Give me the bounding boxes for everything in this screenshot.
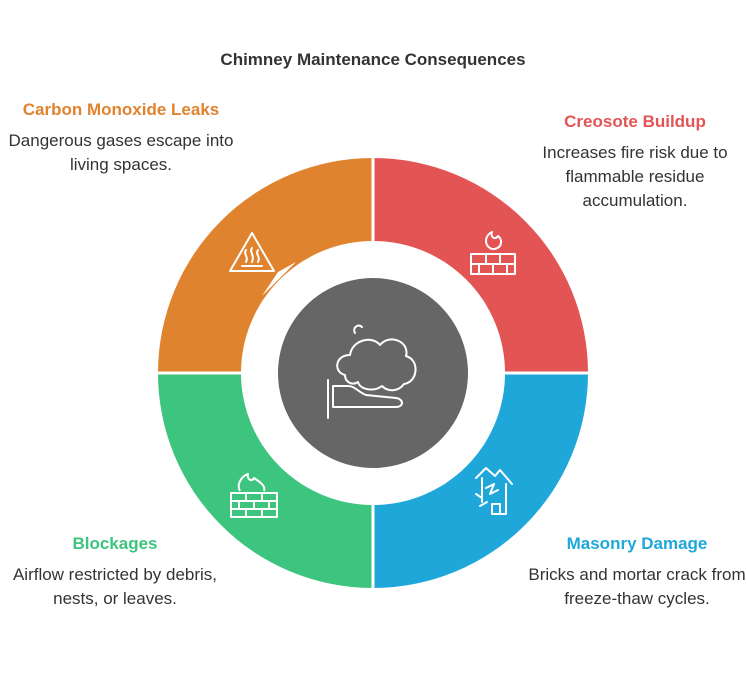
blockages-description: Airflow restricted by debris, nests, or …: [12, 565, 218, 608]
masonry-heading: Masonry Damage: [566, 534, 708, 553]
co-heading: Carbon Monoxide Leaks: [22, 100, 220, 119]
masonry-description: Bricks and mortar crack from freeze-thaw…: [528, 565, 746, 608]
masonry-text-block: Masonry Damage Bricks and mortar crack f…: [522, 532, 746, 611]
brick-flame-icon: [230, 473, 278, 518]
smoke-hand-icon: [327, 324, 417, 419]
blockages-heading: Blockages: [72, 534, 158, 553]
co-text-block: Carbon Monoxide Leaks Dangerous gases es…: [6, 98, 236, 177]
heat-warning-icon: [229, 232, 275, 272]
creosote-text-block: Creosote Buildup Increases fire risk due…: [520, 110, 746, 213]
creosote-description: Increases fire risk due to flammable res…: [542, 143, 728, 210]
creosote-heading: Creosote Buildup: [564, 112, 706, 131]
diagram-title: Chimney Maintenance Consequences: [220, 50, 526, 69]
blockages-text-block: Blockages Airflow restricted by debris, …: [0, 532, 230, 611]
center-hub: [278, 278, 468, 468]
co-description: Dangerous gases escape into living space…: [8, 131, 234, 174]
broken-house-icon: [475, 467, 513, 515]
brick-fire-icon: [470, 231, 516, 275]
